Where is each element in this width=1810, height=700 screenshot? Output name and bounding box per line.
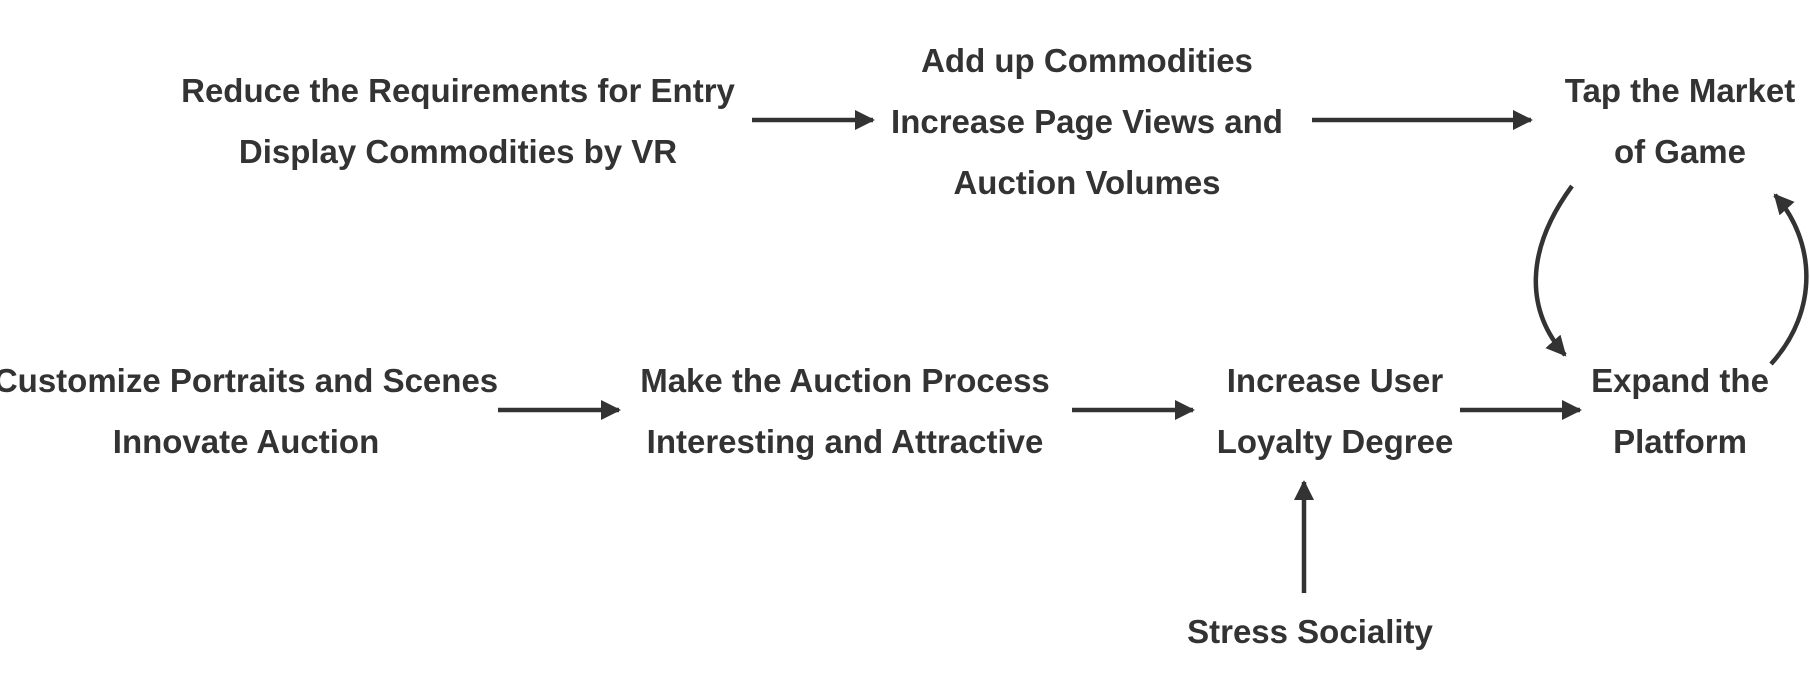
node-tap-market: Tap the Market of Game (1565, 60, 1795, 182)
node-text-line: Stress Sociality (1187, 613, 1433, 650)
node-stress-sociality: Stress Sociality (1187, 601, 1433, 662)
node-text-line: Innovate Auction (112, 423, 380, 460)
node-text-line: of Game (1613, 133, 1747, 170)
node-text-line: Display Commodities by VR (238, 133, 678, 170)
node-add-commodities: Add up Commodities Increase Page Views a… (891, 30, 1283, 213)
node-text-line: Loyalty Degree (1216, 423, 1454, 460)
node-text-line: Reduce the Requirements for Entry (181, 72, 735, 109)
node-text-line: Increase Page Views and (891, 103, 1283, 140)
node-auction-process: Make the Auction Process Interesting and… (640, 350, 1050, 472)
node-text-line: Interesting and Attractive (646, 423, 1044, 460)
arrow-expand-to-tap (1769, 193, 1809, 366)
node-text-line: Add up Commodities (921, 42, 1253, 79)
node-text-line: Customize Portraits and Scenes (0, 362, 499, 399)
node-text-line: Tap the Market (1564, 72, 1796, 109)
arrow-tap-to-expand (1533, 184, 1574, 357)
node-user-loyalty: Increase User Loyalty Degree (1217, 350, 1454, 472)
node-text-line: Increase User (1226, 362, 1444, 399)
node-reduce-requirements: Reduce the Requirements for Entry Displa… (181, 60, 735, 182)
node-text-line: Expand the (1591, 362, 1769, 399)
node-expand-platform: Expand the Platform (1591, 350, 1769, 472)
node-text-line: Platform (1613, 423, 1747, 460)
node-customize-portraits: Customize Portraits and Scenes Innovate … (0, 350, 498, 472)
node-text-line: Make the Auction Process (640, 362, 1050, 399)
node-text-line: Auction Volumes (953, 164, 1221, 201)
